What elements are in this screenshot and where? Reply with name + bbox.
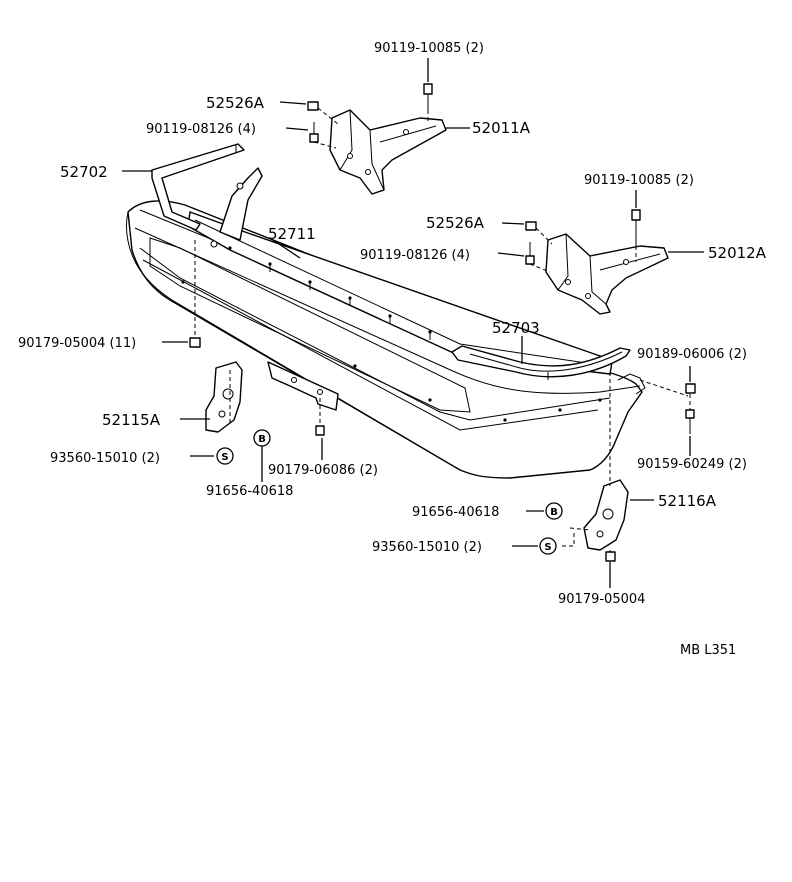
side-bracket-52115A [205,361,243,433]
label-90159-60249: 90159-60249 (2) [637,457,747,472]
label-90119-10085-a: 90119-10085 (2) [374,41,484,56]
part-labels: 90119-10085 (2) 52526A 90119-08126 (4) 5… [18,41,767,658]
symbol-b-left: B [253,429,271,447]
nut-52526A-b [525,221,537,231]
bolt-90119-10085-a [423,83,433,110]
clip-90179-05004-11 [189,337,201,348]
label-90179-06086: 90179-06086 (2) [268,463,378,478]
bracket-52012A [545,233,669,315]
label-93560-15010-b: 93560-15010 (2) [372,540,482,555]
standard-part-symbols: S B B S [216,429,563,555]
label-52702: 52702 [60,163,108,181]
svg-text:B: B [550,507,558,518]
label-91656-40618-a: 91656-40618 [206,484,293,499]
label-52116A: 52116A [658,492,717,510]
symbol-s-right: S [539,537,557,555]
label-90119-08126-b: 90119-08126 (4) [360,248,470,263]
label-52011A: 52011A [472,119,531,137]
moulding-52703 [451,345,631,380]
label-52711: 52711 [268,225,316,243]
moulding-52702 [151,143,245,231]
bolt-90119-08126-b [525,242,535,265]
svg-text:S: S [544,542,551,553]
assembly-lines [194,107,691,552]
label-52526A-a: 52526A [206,94,265,112]
label-52703: 52703 [492,319,540,337]
leader-lines [122,58,704,588]
nut-90179-05004 [605,551,616,562]
label-93560-15010-a: 93560-15010 (2) [50,451,160,466]
symbol-b-right: B [545,502,563,520]
label-91656-40618-b: 91656-40618 [412,505,499,520]
nut-90189-06006 [685,383,696,394]
nut-52526A-a [307,101,319,111]
label-52115A: 52115A [102,411,161,429]
diagram-code: MB L351 [680,643,736,658]
label-52526A-b: 52526A [426,214,485,232]
label-90189-06006: 90189-06006 (2) [637,347,747,362]
label-90179-05004: 90179-05004 [558,592,645,607]
nut-90179-06086 [315,425,325,436]
label-90179-05004-11: 90179-05004 (11) [18,336,136,351]
fasteners [189,83,696,562]
bolt-90119-08126-a [309,122,319,143]
svg-text:B: B [258,434,266,445]
label-52012A: 52012A [708,244,767,262]
bolt-90159-60249 [685,409,695,434]
svg-text:S: S [221,452,228,463]
label-90119-08126-a: 90119-08126 (4) [146,122,256,137]
symbol-s-left: S [216,447,234,465]
label-90119-10085-b: 90119-10085 (2) [584,173,694,188]
side-bracket-52116A [583,479,629,551]
bolt-90119-10085-b [631,209,641,246]
bracket-52011A [329,109,447,195]
